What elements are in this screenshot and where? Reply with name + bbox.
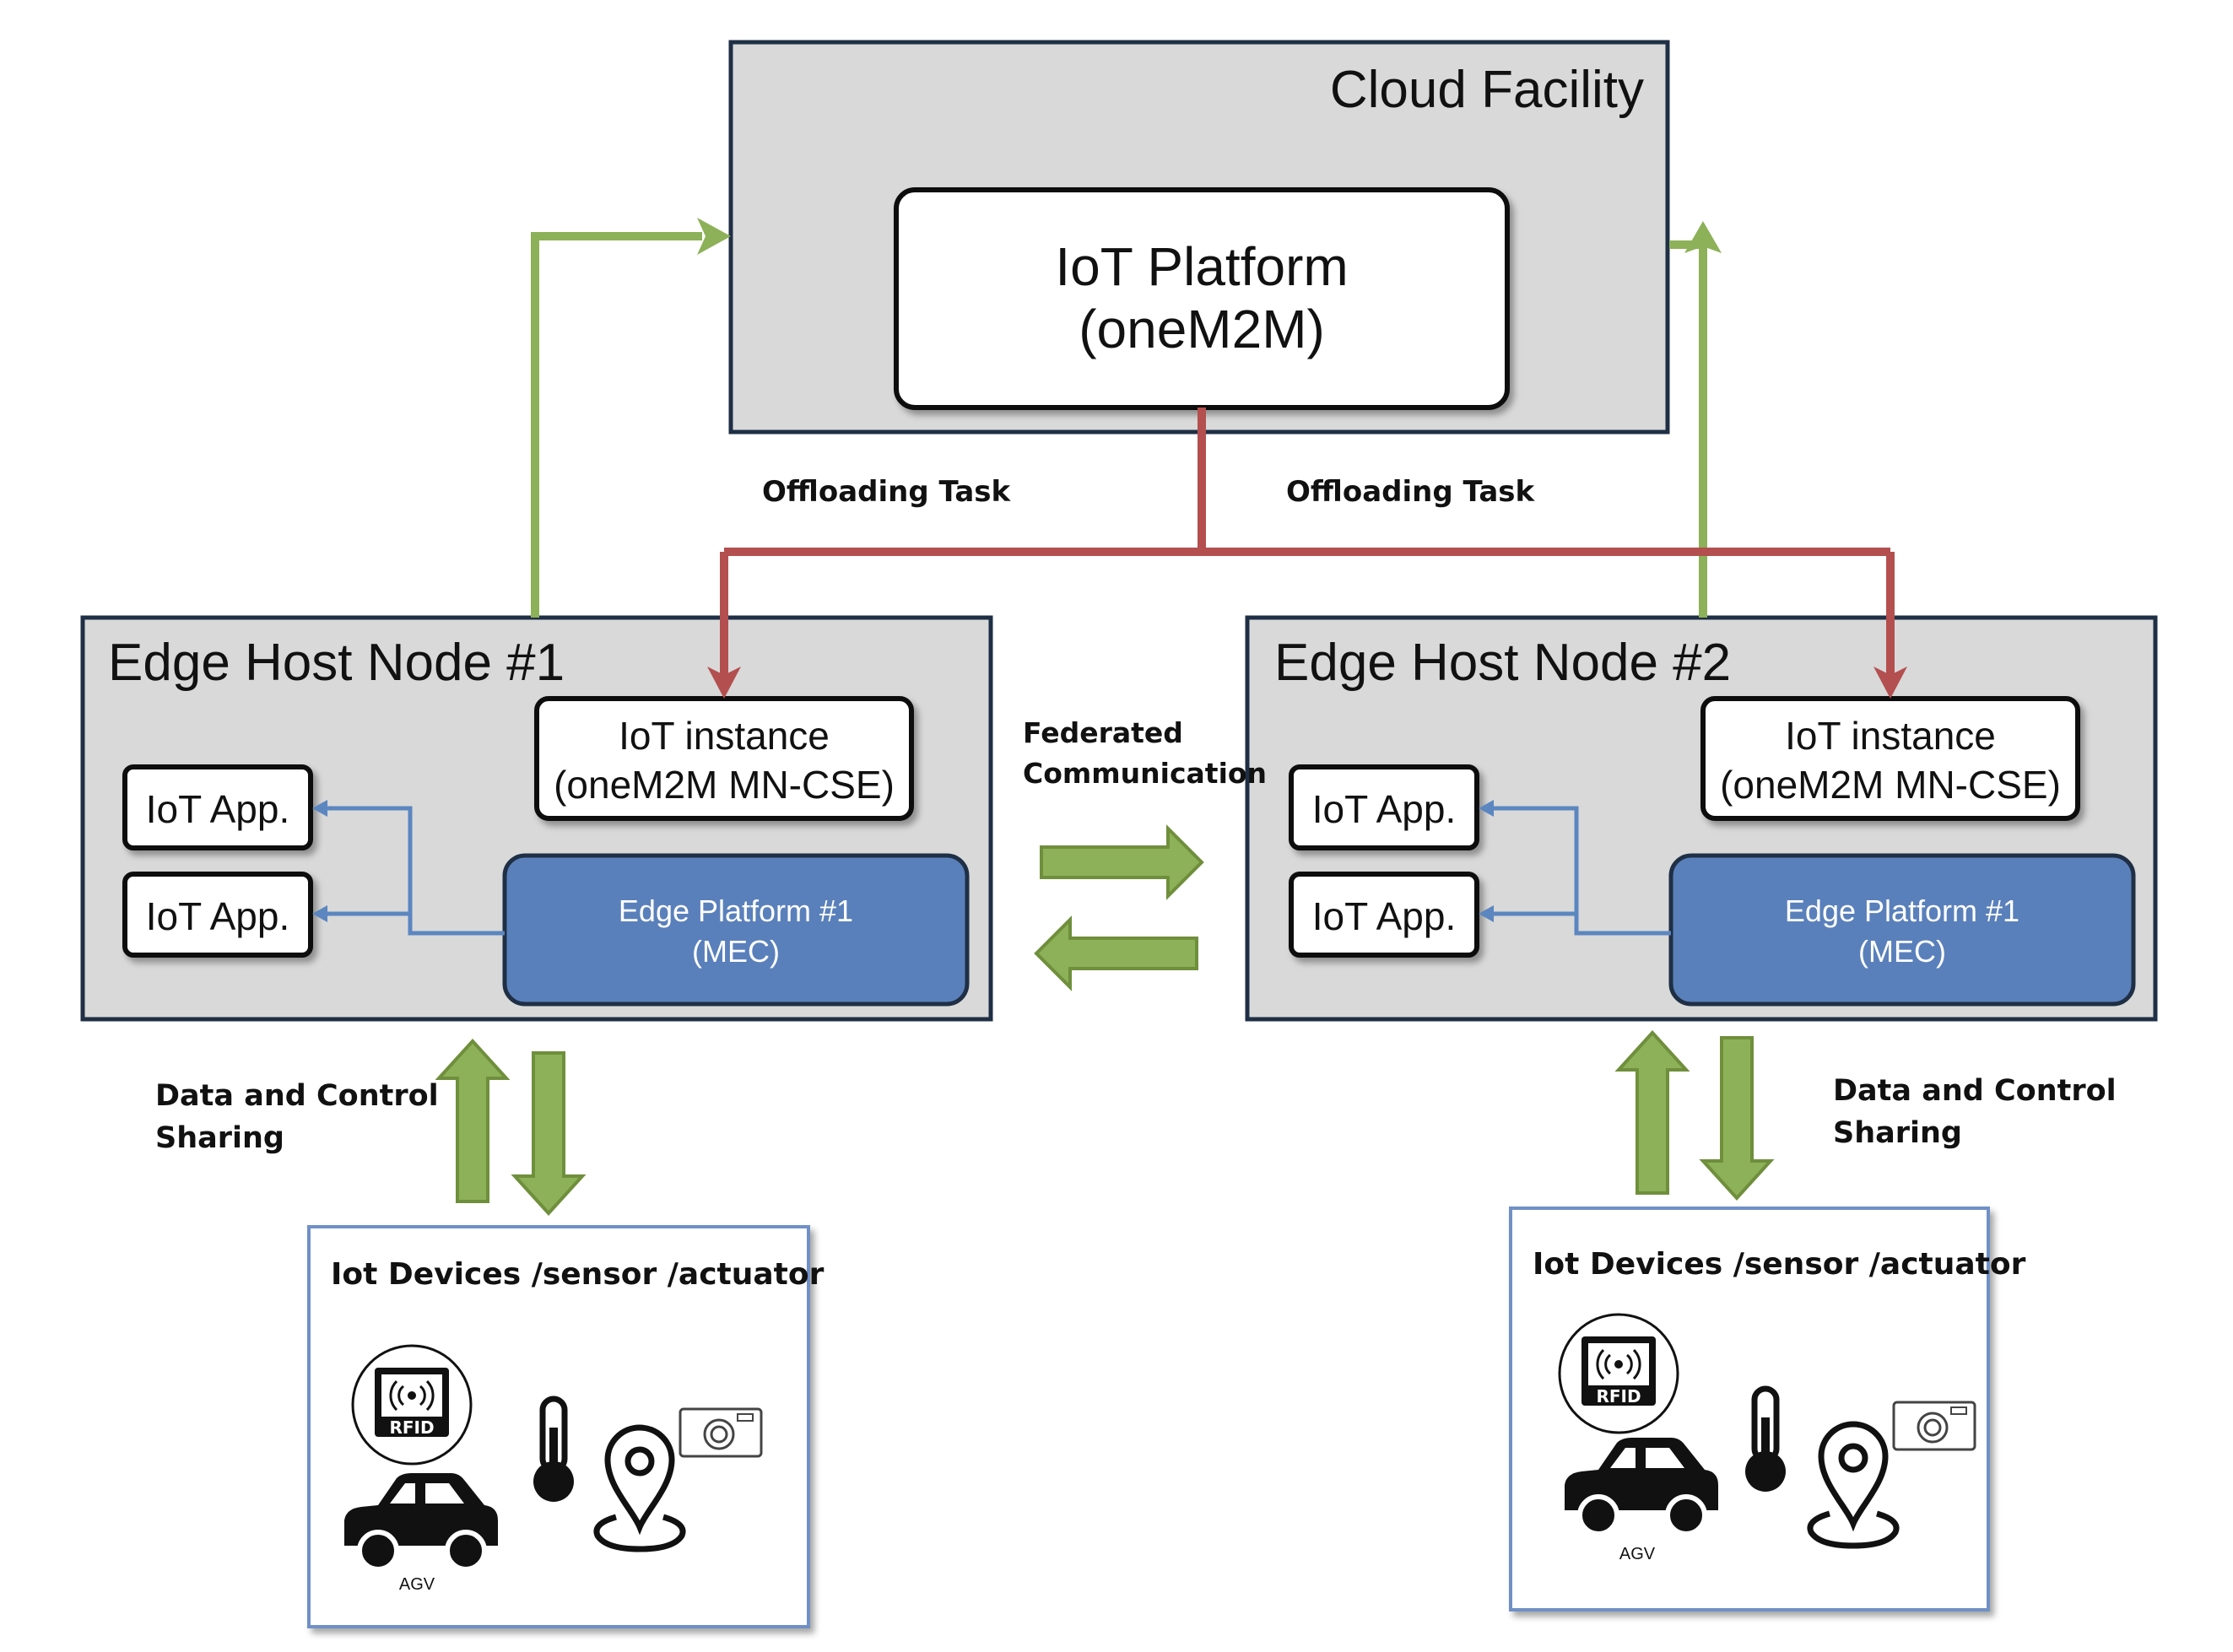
camera-icon (1892, 1401, 1976, 1451)
green-uplink-arrow-left (531, 218, 731, 618)
iot-app-2a-label: IoT App. (1312, 787, 1457, 831)
rfid-icon: RFID (1558, 1313, 1679, 1434)
edge-platform-1-line2: (MEC) (692, 934, 780, 969)
sharing-right-down-arrow (1699, 1036, 1775, 1201)
car-icon (1565, 1438, 1718, 1536)
edge-host-node-2-title: Edge Host Node #2 (1274, 634, 1731, 692)
iot-app-1b: IoT App. (122, 872, 313, 958)
offloading-arrowhead-right (1873, 667, 1907, 699)
federated-label-line2: Communication (1023, 757, 1267, 790)
rfid-label-right: RFID (1596, 1386, 1641, 1406)
iot-instance-2: IoT instance (oneM2M MN-CSE) (1700, 696, 2080, 821)
green-uplink-arrow-right (1669, 221, 1722, 618)
iot-instance-2-line2: (oneM2M MN-CSE) (1720, 763, 2061, 807)
iot-instance-2-line1: IoT instance (1785, 714, 1996, 758)
iot-platform-line2: (oneM2M) (1079, 299, 1325, 359)
location-pin-icon (1807, 1421, 1900, 1549)
location-pin-icon (593, 1424, 686, 1552)
iot-devices-title-left: Iot Devices /sensor /actuator (331, 1257, 825, 1292)
edge-1-app-connectors (312, 800, 505, 936)
camera-icon (679, 1407, 763, 1458)
iot-app-2b: IoT App. (1289, 872, 1479, 958)
iot-instance-1: IoT instance (oneM2M MN-CSE) (534, 696, 914, 821)
sharing-left-line2: Sharing (155, 1121, 284, 1155)
offloading-task-label-left: Offloading Task (762, 475, 1012, 509)
offloading-task-label-right: Offloading Task (1286, 475, 1536, 509)
federated-arrow-left (1034, 915, 1198, 991)
iot-app-2a: IoT App. (1289, 764, 1479, 850)
iot-instance-1-line1: IoT instance (619, 714, 830, 758)
iot-platform-box: IoT Platform (oneM2M) (894, 187, 1510, 410)
iot-app-1b-label: IoT App. (146, 894, 290, 938)
sharing-left-line1: Data and Control (155, 1079, 439, 1113)
sharing-right-up-arrow (1614, 1030, 1690, 1195)
federated-label-line1: Federated (1023, 716, 1183, 749)
edge-platform-2-line2: (MEC) (1858, 934, 1946, 969)
agv-label-right: AGV (1619, 1545, 1656, 1563)
sharing-left-up-arrow (435, 1039, 511, 1203)
sharing-left-down-arrow (511, 1051, 587, 1216)
offloading-arrowhead-left (707, 667, 741, 699)
edge-2-app-connectors (1479, 800, 1671, 936)
rfid-icon: RFID (351, 1344, 473, 1466)
iot-platform-line1: IoT Platform (1055, 236, 1348, 297)
edge-platform-1: Edge Platform #1 (MEC) (502, 853, 970, 1007)
edge-platform-1-line1: Edge Platform #1 (619, 893, 853, 928)
federated-arrow-right (1040, 824, 1204, 900)
car-icon (344, 1473, 498, 1572)
thermometer-icon (1745, 1385, 1786, 1492)
iot-app-1a-label: IoT App. (146, 787, 290, 831)
iot-instance-1-line2: (oneM2M MN-CSE) (554, 763, 895, 807)
edge-platform-2-line1: Edge Platform #1 (1785, 893, 2019, 928)
cloud-facility-title: Cloud Facility (1330, 61, 1644, 119)
iot-app-2b-label: IoT App. (1312, 894, 1457, 938)
thermometer-icon (533, 1396, 574, 1502)
rfid-label-left: RFID (389, 1417, 434, 1438)
sharing-right-line2: Sharing (1833, 1116, 1962, 1150)
iot-app-1a: IoT App. (122, 764, 313, 850)
edge-platform-2: Edge Platform #1 (MEC) (1668, 853, 2136, 1007)
offloading-task-arrows (720, 408, 1895, 675)
edge-host-node-1-title: Edge Host Node #1 (108, 634, 565, 692)
sharing-right-line1: Data and Control (1833, 1074, 2117, 1108)
iot-devices-title-right: Iot Devices /sensor /actuator (1533, 1247, 2026, 1282)
agv-label-left: AGV (399, 1575, 435, 1594)
